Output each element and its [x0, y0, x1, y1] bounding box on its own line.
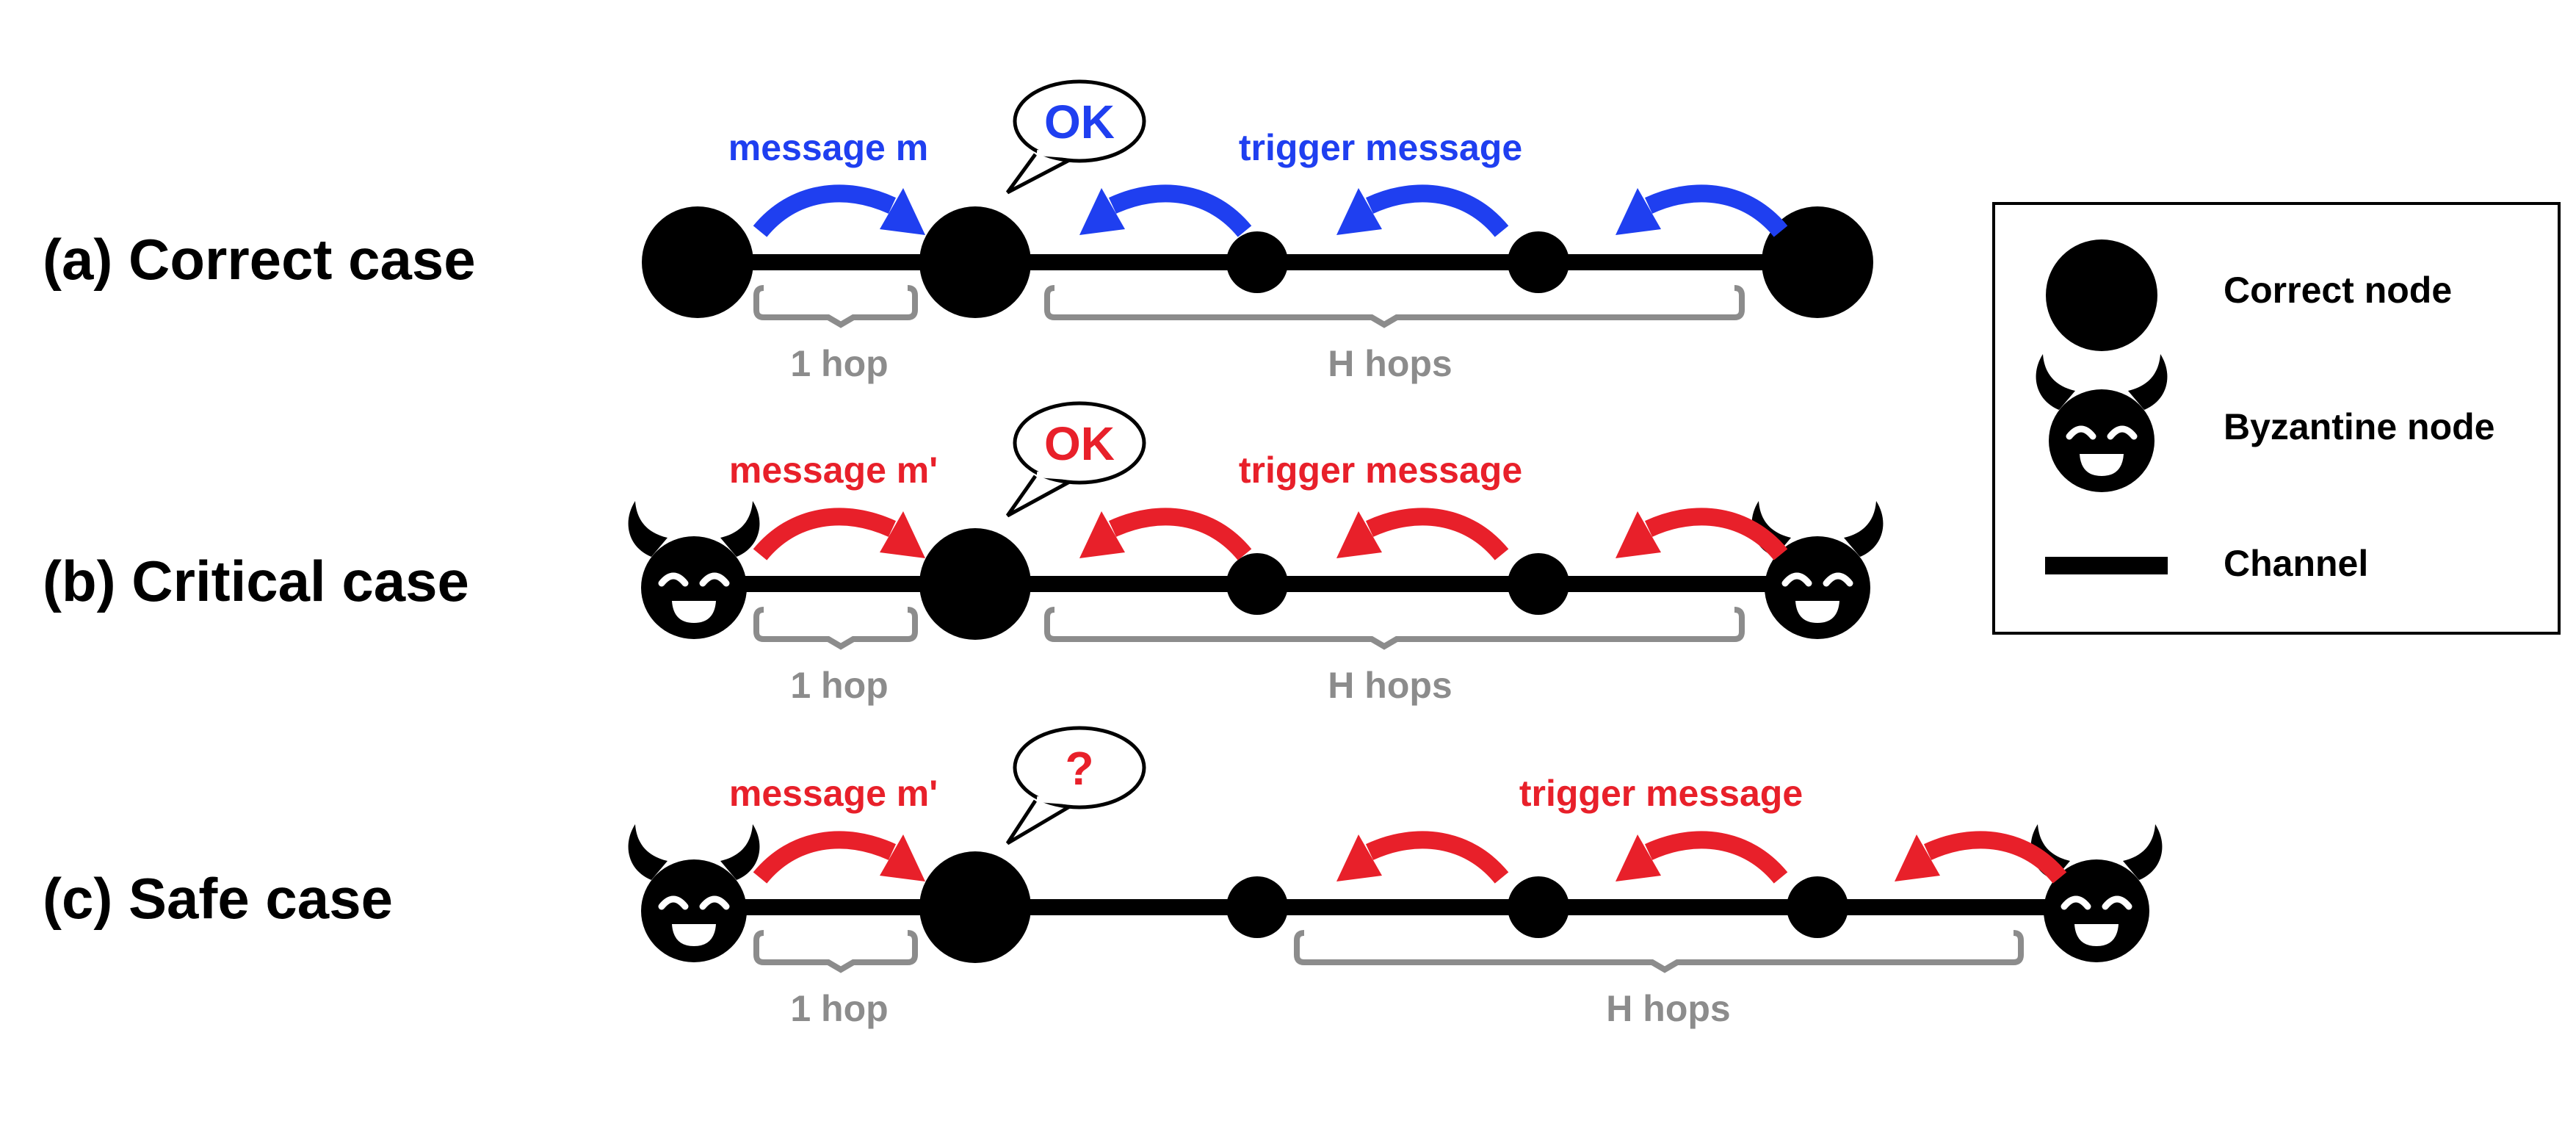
case-a-node-1	[642, 206, 753, 318]
case-a-speech-bubble: OK	[1005, 79, 1146, 195]
case-c-byzantine-node-left	[629, 824, 760, 962]
case-b-byzantine-node-right	[1752, 501, 1884, 639]
case-b-brace-1-hop	[753, 607, 918, 650]
case-c-node-5	[1787, 876, 1848, 938]
case-a-hop-short: 1 hop	[790, 343, 888, 384]
case-b-message-label: message m'	[729, 450, 938, 491]
case-b-hop-short: 1 hop	[790, 665, 888, 706]
legend-byzantine-node-label: Byzantine node	[2224, 406, 2494, 447]
case-a-arrow-trigger-1	[1079, 188, 1245, 235]
case-c-speech-bubble: ?	[1005, 726, 1146, 845]
case-c-bubble-text: ?	[1065, 742, 1093, 795]
case-b-node-3	[1226, 553, 1288, 615]
case-b-label: (b) Critical case	[43, 549, 469, 613]
case-c-arrow-trigger-2	[1616, 834, 1781, 881]
case-a-node-4	[1508, 231, 1569, 293]
case-a-hop-long: H hops	[1328, 343, 1452, 384]
case-a-label: (a) Correct case	[43, 227, 476, 292]
case-c-arrow-message	[760, 834, 925, 881]
legend-channel-label: Channel	[2224, 543, 2368, 584]
case-b-brace-h-hops	[1044, 607, 1745, 650]
case-c-brace-1-hop	[753, 930, 918, 973]
case-b-arrow-trigger-2	[1336, 511, 1502, 558]
legend-correct-node-label: Correct node	[2224, 270, 2452, 311]
case-c-message-label: message m'	[729, 773, 938, 814]
case-c-node-4	[1508, 876, 1569, 938]
legend-correct-node-icon	[2046, 239, 2157, 351]
case-a-bubble-text: OK	[1044, 95, 1115, 148]
case-c-hop-short: 1 hop	[790, 988, 888, 1029]
case-a-brace-h-hops	[1044, 285, 1745, 328]
case-b-arrow-message	[760, 511, 925, 558]
case-a: (a) Correct case message m trigger messa…	[43, 79, 1873, 384]
case-c: (c) Safe case message m' trigger message…	[43, 726, 2163, 1029]
case-a-trigger-label: trigger message	[1239, 127, 1522, 168]
case-a-node-5	[1762, 206, 1873, 318]
case-c-brace-h-hops	[1294, 930, 2024, 973]
case-b-trigger-label: trigger message	[1239, 450, 1522, 491]
case-c-arrow-trigger-1	[1336, 834, 1502, 881]
case-b-speech-bubble: OK	[1005, 401, 1146, 518]
case-a-arrow-trigger-3	[1616, 188, 1781, 235]
case-a-message-label: message m	[728, 127, 928, 168]
case-c-node-2	[919, 851, 1031, 963]
case-a-arrow-message	[760, 188, 925, 235]
case-c-trigger-label: trigger message	[1519, 773, 1803, 814]
case-b-node-2	[919, 528, 1031, 640]
case-b-bubble-text: OK	[1044, 417, 1115, 470]
case-a-brace-1-hop	[753, 285, 918, 328]
case-b-arrow-trigger-1	[1079, 511, 1245, 558]
case-b: (b) Critical case message m' trigger mes…	[43, 401, 1884, 706]
case-a-arrow-trigger-2	[1336, 188, 1502, 235]
case-b-hop-long: H hops	[1328, 665, 1452, 706]
case-b-node-4	[1508, 553, 1569, 615]
case-a-node-2	[919, 206, 1031, 318]
case-c-hop-long: H hops	[1606, 988, 1730, 1029]
case-c-byzantine-node-right	[2031, 824, 2163, 962]
case-c-node-3	[1226, 876, 1288, 938]
legend: Correct node Byzantine node Channel	[1992, 202, 2561, 635]
case-a-node-3	[1226, 231, 1288, 293]
case-c-label: (c) Safe case	[43, 866, 393, 931]
case-b-byzantine-node-left	[629, 501, 760, 639]
